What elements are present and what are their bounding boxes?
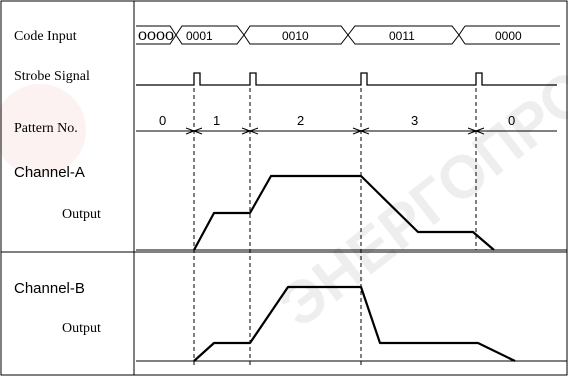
code-segment-3: 0011 (389, 29, 415, 43)
channel-a-label: Channel-A (14, 164, 85, 181)
pattern-number-4: 0 (508, 113, 515, 128)
code-segment-1: 0001 (186, 29, 213, 43)
pattern-number-3: 3 (411, 113, 418, 128)
pattern-number-0: 0 (159, 113, 166, 128)
pattern-no-label: Pattern No. (14, 121, 78, 136)
code-input-bus: 0000 0001 0010 0011 0000 (136, 25, 560, 45)
code-segment-4: 0000 (495, 29, 522, 43)
strobe-signal-label: Strobe Signal (14, 69, 90, 84)
strobe-guides (193, 88, 477, 368)
strobe-signal-line (136, 72, 557, 86)
code-input-label: Code Input (14, 29, 77, 44)
channel-b-label: Channel-B (14, 280, 85, 297)
channel-b-output-label: Output (62, 321, 101, 336)
channel-a-output-label: Output (62, 207, 101, 222)
channel-b-waveform (193, 285, 516, 362)
code-segment-2: 0010 (282, 29, 309, 43)
pattern-number-2: 2 (297, 113, 304, 128)
svg-text:ЭНЕРГОПРОМ: ЭНЕРГОПРОМ (267, 26, 568, 340)
code-segment-0: 0000 (138, 29, 174, 43)
pattern-number-1: 1 (213, 113, 220, 128)
channel-a-waveform (193, 174, 495, 251)
